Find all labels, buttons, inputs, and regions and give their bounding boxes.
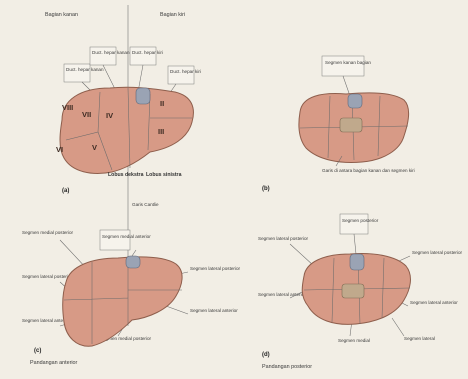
segment-label: V — [92, 143, 97, 152]
hepatic-vein-a — [136, 88, 150, 104]
panel-a: Bagian kanan Bagian kiri Duct. hepar kan… — [45, 5, 201, 230]
panel-b-bottom-label: Garis di antara bagian kanan dan segmen … — [322, 168, 415, 173]
panel-d-caption: Pandangan posterior — [262, 364, 312, 370]
panel-b: Segmen kanan bagian Garis di antara bagi… — [262, 56, 415, 192]
panel-d-top-label: Segmen posterior — [342, 218, 379, 223]
vein-label-2: Duct. hepar kanan — [92, 50, 130, 55]
label-left-part: Bagian kiri — [160, 12, 185, 18]
panel-b-letter: (b) — [262, 186, 270, 192]
lobe-dextra-label: Lobus dekstra — [108, 172, 144, 178]
liver-anterior-a — [60, 87, 193, 173]
panel-d-bottom-label-1: Segmen medial — [338, 338, 370, 343]
panel-d-left-label-1: Segmen lateral posterior — [258, 236, 309, 241]
vein-label-4: Duct. hepar kiri — [170, 69, 201, 74]
vein-label-3: Duct. hepar kiri — [132, 50, 163, 55]
lobe-sinistra-label: Lobus sinistra — [146, 172, 182, 178]
segment-label: VIII — [62, 103, 73, 112]
panel-a-letter: (a) — [62, 188, 69, 194]
liver-anterior-c — [63, 257, 182, 346]
panel-c-left-label-2: Segmen lateral posterior — [22, 274, 73, 279]
panel-c-left-label-1: Segmen medial posterior — [22, 230, 74, 235]
segment-label: VI — [56, 145, 63, 154]
vein-label-1: Duct. hepar kanan — [66, 67, 104, 72]
panel-d-right-label-2: Segmen lateral anterior — [410, 300, 458, 305]
panel-c-letter: (c) — [34, 348, 41, 354]
panel-d-letter: (d) — [262, 352, 270, 358]
segment-label: III — [158, 127, 164, 136]
segment-label: VII — [82, 110, 91, 119]
panel-c: Segmen medial posterior Segmen lateral p… — [22, 230, 241, 366]
panel-c-center-label-1: Segmen medial anterior — [102, 234, 151, 239]
panel-c-caption: Pandangan anterior — [30, 360, 78, 366]
segment-label: II — [160, 99, 164, 108]
panel-c-left-label-3: Segmen lateral anterior — [22, 318, 70, 323]
label-right-part: Bagian kanan — [45, 12, 78, 18]
panel-b-top-label: Segmen kanan bagian — [325, 60, 371, 65]
panel-d: Segmen posterior Segmen lateral posterio… — [258, 214, 463, 370]
panel-c-right-label-1: Segmen lateral posterior — [190, 266, 241, 271]
segment-label: IV — [106, 111, 113, 120]
panel-c-right-label-2: Segmen lateral anterior — [190, 308, 238, 313]
panel-d-left-label-2: Segmen lateral anterior — [258, 292, 306, 297]
cantlie-label: Garis Cantlie — [132, 202, 159, 207]
panel-d-right-label-1: Segmen lateral posterior — [412, 250, 463, 255]
panel-d-bottom-label-2: Segmen lateral — [404, 336, 435, 341]
